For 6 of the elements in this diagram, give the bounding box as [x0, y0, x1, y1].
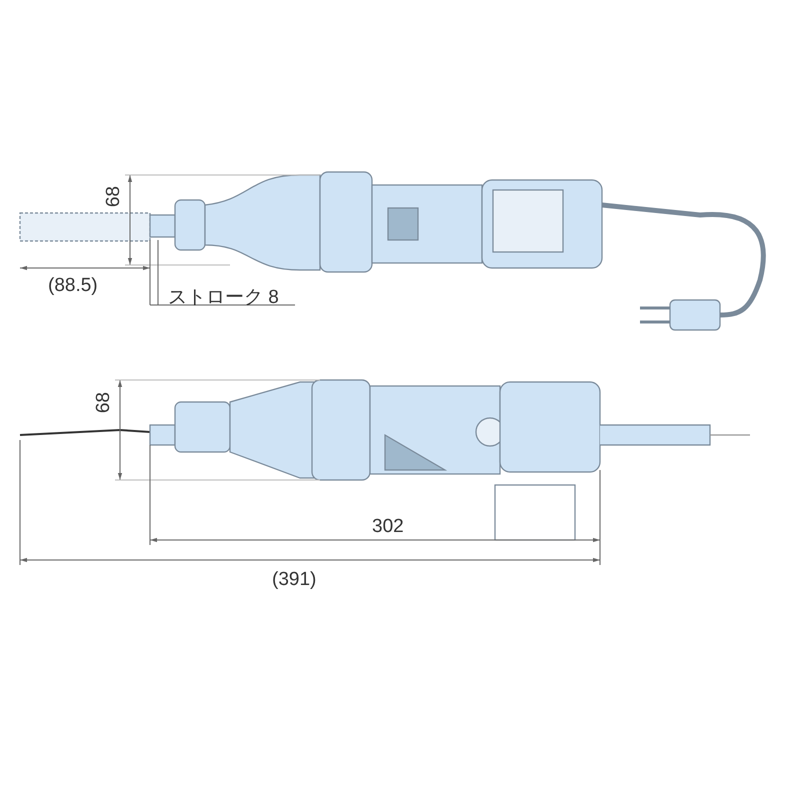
dimension-label: ストローク 8	[168, 288, 279, 307]
dimension-label: 68	[94, 392, 113, 414]
dimension-label: (391)	[272, 570, 316, 589]
dimension-label: 68	[104, 186, 123, 208]
dimension-label: 302	[372, 517, 404, 536]
dimension-label: (88.5)	[48, 276, 98, 295]
